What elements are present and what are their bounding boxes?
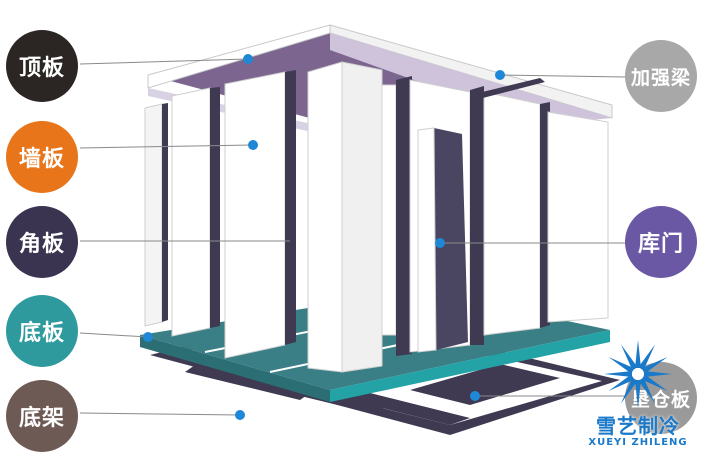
storage-door-shape: [417, 127, 468, 353]
corner-panel-column: [307, 61, 383, 373]
marker-dots: [143, 54, 505, 420]
marker-dot-beam: [495, 70, 505, 80]
callout-base-frame: 底架: [6, 380, 78, 452]
callout-floor-panel-label: 底板: [18, 321, 65, 346]
callout-wall-panel: 墙板: [6, 121, 78, 193]
marker-dot-wall-panel: [248, 140, 258, 150]
callout-corner-panel: 角板: [6, 206, 78, 278]
callout-reinforcement-beam: 加强梁: [625, 40, 697, 112]
marker-dot-storage: [470, 391, 480, 401]
callout-storage-panel-label: 垦仓板: [630, 388, 691, 411]
marker-dot-top-panel: [243, 54, 253, 64]
callout-storage-door: 库门: [625, 206, 697, 278]
marker-dot-base-frame: [235, 410, 245, 420]
marker-dot-door: [435, 238, 445, 248]
logo-name: 雪艺制冷: [596, 414, 680, 438]
snowflake-icon: [604, 340, 672, 408]
leader-lines: [79, 58, 626, 416]
callout-top-panel: 顶板: [6, 30, 78, 102]
callout-top-panel-label: 顶板: [18, 56, 65, 81]
left-wall-panels: [144, 70, 296, 359]
brand-logo: 雪艺制冷 XUEYI ZHILENG: [568, 336, 708, 461]
callout-wall-panel-label: 墙板: [18, 147, 65, 172]
logo-pinyin: XUEYI ZHILENG: [588, 437, 688, 448]
callout-corner-panel-label: 角板: [18, 232, 65, 257]
reinforcement-beam-shape: [470, 78, 545, 100]
marker-dot-floor-panel: [143, 332, 153, 342]
callout-floor-panel: 底板: [6, 295, 78, 367]
callout-reinforcement-beam-label: 加强梁: [630, 66, 691, 89]
callout-storage-door-label: 库门: [637, 232, 684, 257]
callout-base-frame-label: 底架: [18, 406, 65, 431]
